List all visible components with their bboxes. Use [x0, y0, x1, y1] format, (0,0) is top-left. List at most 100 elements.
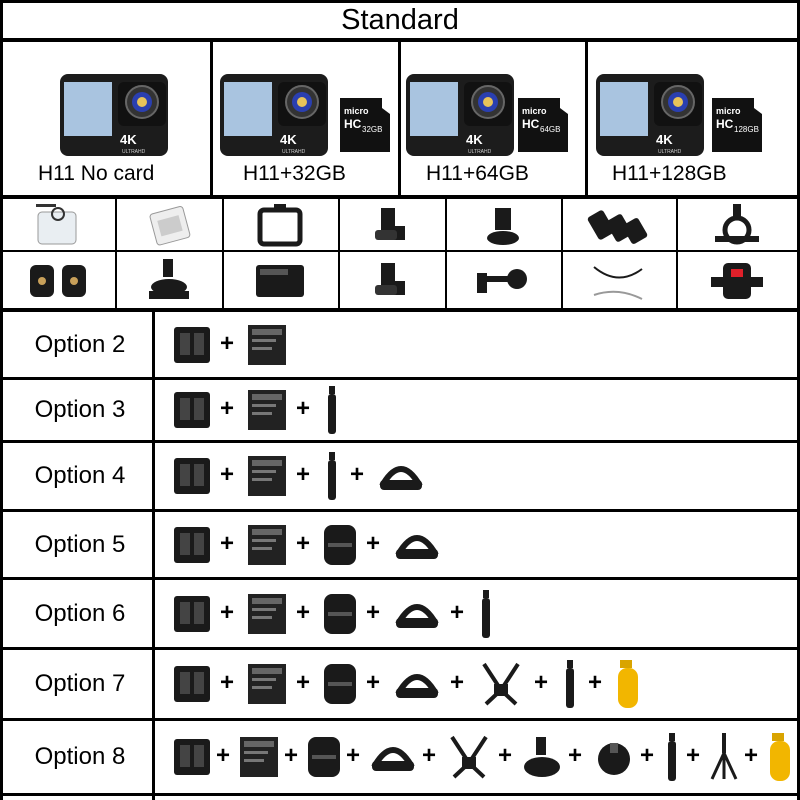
- plus-sign: +: [568, 742, 583, 769]
- battery-icon: [248, 524, 286, 565]
- plus-sign: +: [744, 742, 759, 769]
- selfie-stick-icon: [328, 386, 336, 434]
- plus-sign: +: [220, 669, 235, 696]
- plus-sign: +: [366, 669, 381, 696]
- carry-case-icon: [324, 524, 356, 565]
- microsd-brand-text: micro: [522, 106, 547, 116]
- plus-sign: +: [296, 461, 311, 488]
- camera-label: H11+64GB: [426, 162, 529, 185]
- plus-sign: +: [534, 669, 549, 696]
- waterproof-case-icon: [36, 204, 77, 245]
- helmet-strap-icon: [30, 265, 86, 297]
- camera-label: H11+128GB: [612, 162, 727, 185]
- page-title: Standard: [341, 4, 459, 36]
- rotating-mount-icon: [149, 259, 189, 299]
- action-camera-icon: 4K ULTRAHD: [596, 74, 704, 156]
- plus-sign: +: [422, 742, 437, 769]
- carry-case-icon: [324, 664, 356, 704]
- plus-sign: +: [220, 598, 235, 626]
- selfie-stick-icon: [328, 452, 336, 500]
- carry-case-icon: [308, 737, 340, 777]
- head-strap-icon: [395, 603, 439, 628]
- microsd-hc-text: HC: [522, 117, 540, 131]
- battery-icon: [248, 593, 286, 634]
- charger-icon: [174, 392, 210, 428]
- action-camera-icon: 4K ULTRAHD: [406, 74, 514, 156]
- plus-sign: +: [346, 742, 361, 769]
- float-grip-icon: [618, 660, 638, 708]
- plus-sign: +: [296, 395, 311, 422]
- plus-sign: +: [450, 669, 465, 696]
- plus-sign: +: [366, 529, 381, 557]
- action-camera-icon: 4K ULTRAHD: [220, 74, 328, 156]
- option-label: Option 6: [34, 599, 126, 627]
- long-screw-icon: [477, 269, 527, 293]
- plus-sign: +: [220, 529, 235, 557]
- camera-ultrahd-text: ULTRAHD: [122, 149, 146, 155]
- plus-sign: +: [220, 461, 235, 488]
- battery-icon: [248, 324, 286, 365]
- plus-sign: +: [284, 742, 299, 769]
- battery-icon: [240, 737, 278, 777]
- battery-icon: [256, 265, 304, 297]
- plus-sign: +: [216, 742, 231, 769]
- bike-mount-icon: [715, 204, 759, 245]
- microsd-capacity-text: 64GB: [540, 125, 560, 134]
- plus-sign: +: [588, 669, 603, 696]
- plus-sign: +: [686, 742, 701, 769]
- microsd-brand-text: micro: [716, 106, 741, 116]
- camera-ultrahd-text: ULTRAHD: [658, 149, 682, 155]
- battery-icon: [248, 664, 286, 704]
- charger-icon: [174, 595, 210, 632]
- remote-icon: [711, 263, 763, 299]
- head-strap-icon: [371, 747, 415, 771]
- charger-icon: [174, 526, 210, 563]
- chest-harness-icon: [482, 662, 520, 706]
- carry-case-icon: [324, 593, 356, 634]
- option-label: Option 7: [34, 670, 126, 697]
- camera-4k-badge: 4K: [656, 132, 673, 147]
- camera-ultrahd-text: ULTRAHD: [468, 149, 492, 155]
- charger-icon: [174, 326, 210, 363]
- camera-4k-badge: 4K: [120, 132, 137, 147]
- camera-4k-badge: 4K: [280, 132, 297, 147]
- microsd-capacity-text: 32GB: [362, 125, 382, 134]
- wrist-strap-icon: [598, 743, 630, 775]
- plus-sign: +: [350, 461, 365, 488]
- option-label: Option 4: [34, 462, 126, 489]
- plus-sign: +: [220, 329, 235, 357]
- cable-ties-icon: [593, 266, 643, 300]
- camera-4k-badge: 4K: [466, 132, 483, 147]
- plus-sign: +: [296, 669, 311, 696]
- head-strap-icon: [395, 534, 439, 559]
- chest-harness-icon: [450, 735, 488, 779]
- battery-icon: [248, 390, 286, 430]
- selfie-stick-icon: [482, 589, 490, 638]
- selfie-stick-icon: [566, 660, 574, 708]
- float-grip-icon: [770, 733, 790, 781]
- plus-sign: +: [296, 529, 311, 557]
- action-camera-icon: 4K ULTRAHD: [60, 74, 168, 156]
- tripod-adapter-icon: [487, 208, 519, 245]
- microsd-hc-text: HC: [344, 117, 362, 131]
- option-label: Option 3: [34, 396, 126, 423]
- camera-label: H11 No card: [38, 162, 155, 185]
- charger-icon: [174, 666, 210, 702]
- selfie-stick-icon: [668, 733, 676, 781]
- charger-icon: [174, 458, 210, 494]
- microsd-hc-text: HC: [716, 117, 734, 131]
- plus-sign: +: [220, 395, 235, 422]
- plus-sign: +: [640, 742, 655, 769]
- plus-sign: +: [366, 598, 381, 626]
- j-mount-icon: [375, 263, 405, 295]
- option-label: Option 8: [34, 743, 126, 770]
- camera-label: H11+32GB: [243, 162, 346, 185]
- plus-sign: +: [296, 598, 311, 626]
- charger-icon: [174, 739, 210, 775]
- backdoor-icon: [149, 206, 191, 246]
- option-label: Option 2: [34, 330, 126, 358]
- camera-ultrahd-text: ULTRAHD: [282, 149, 306, 155]
